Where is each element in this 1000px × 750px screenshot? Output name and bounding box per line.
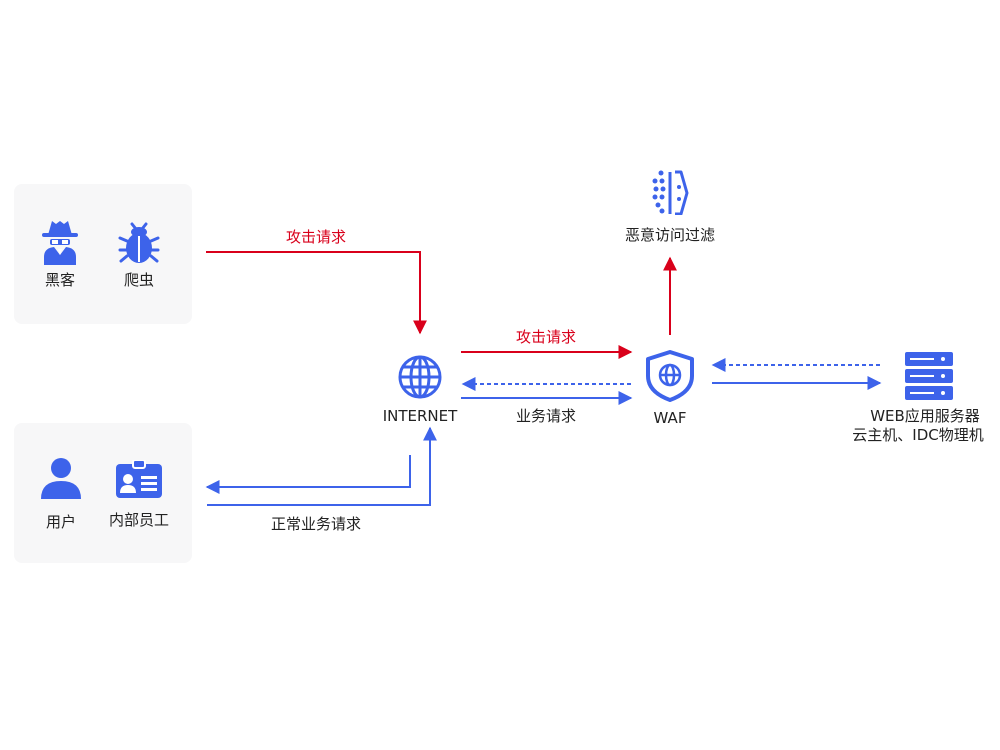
globe-icon — [398, 355, 442, 399]
shield-icon — [646, 350, 694, 402]
bug-icon — [118, 222, 160, 263]
internet-label: INTERNET — [382, 407, 458, 425]
filter-icon — [652, 170, 689, 215]
edge-label-normal-business: 正常业务请求 — [270, 515, 361, 533]
edge-label-business: 业务请求 — [515, 407, 576, 425]
hacker-icon — [42, 221, 78, 265]
id-card-icon — [116, 460, 162, 498]
edge-label-attack-waf: 攻击请求 — [515, 328, 576, 346]
server-icon — [905, 352, 953, 400]
server-label-line1: WEB应用服务器 — [870, 407, 980, 425]
attack-line-to-internet — [206, 251, 427, 335]
waf-label: WAF — [653, 409, 687, 427]
edge-label-attack-internet: 攻击请求 — [285, 228, 346, 246]
hacker-label: 黑客 — [44, 271, 75, 289]
filter-label: 恶意访问过滤 — [624, 226, 715, 244]
server-label-line2: 云主机、IDC物理机 — [852, 426, 984, 444]
staff-label: 内部员工 — [108, 511, 169, 529]
threat-source-panel — [14, 184, 192, 324]
user-icon — [41, 458, 81, 499]
crawler-label: 爬虫 — [123, 271, 154, 289]
internet-to-users-line — [205, 455, 411, 494]
user-label: 用户 — [45, 513, 76, 531]
users-to-internet-line — [207, 426, 437, 506]
